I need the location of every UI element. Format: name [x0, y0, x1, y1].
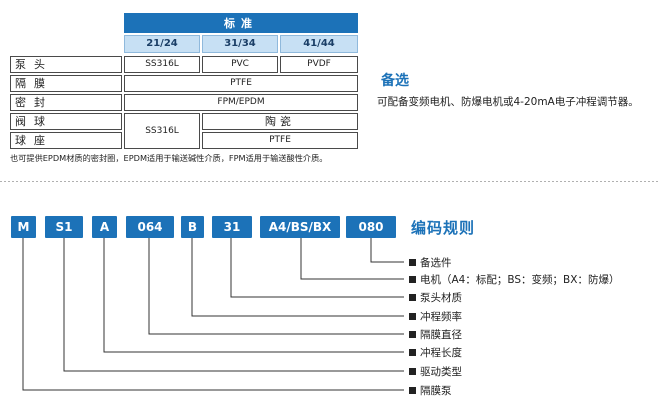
- optional-title: 备选: [381, 73, 409, 89]
- cell-seal-fpm-epdm: FPM/EPDM: [124, 94, 358, 111]
- bullet-square-icon: [409, 313, 416, 320]
- code-segment-s1: S1: [45, 216, 83, 238]
- table-col-41-44: 41/44: [280, 35, 358, 53]
- table-col-31-34: 31/34: [202, 35, 278, 53]
- legend-head-material: 泵头材质: [409, 290, 462, 305]
- optional-text: 可配备变频电机、防爆电机或4-20mA电子冲程调节器。: [377, 96, 639, 108]
- row-label-valve-ball: 阀球: [10, 113, 122, 130]
- connector-m: [22, 238, 404, 391]
- code-rule-title: 编码规则: [411, 219, 476, 237]
- legend-diaphragm-diameter: 隔膜直径: [409, 327, 462, 342]
- connector-31: [230, 238, 404, 298]
- legend-stroke-frequency: 冲程频率: [409, 309, 462, 324]
- code-segment-a4-bs-bx: A4/BS/BX: [260, 216, 340, 238]
- code-segment-31: 31: [212, 216, 252, 238]
- cell-pump-head-pvdf: PVDF: [280, 56, 358, 73]
- table-header-standard: 标准: [124, 13, 358, 33]
- cell-pump-head-ss316l: SS316L: [124, 56, 200, 73]
- cell-valve-ball-ceramic: 陶瓷: [202, 113, 358, 130]
- bullet-square-icon: [409, 276, 416, 283]
- code-segment-a: A: [92, 216, 117, 238]
- row-label-pump-head: 泵头: [10, 56, 122, 73]
- cell-valve-ball-ss316l: SS316L: [124, 113, 200, 149]
- table-footnote: 也可提供EPDM材质的密封圈，EPDM适用于输送碱性介质，FPM适用于输送酸性介…: [10, 153, 328, 163]
- legend-diaphragm-pump: 隔膜泵: [409, 383, 452, 398]
- dashed-divider: [0, 181, 659, 182]
- cell-diaphragm-ptfe: PTFE: [124, 75, 358, 92]
- cell-pump-head-pvc: PVC: [202, 56, 278, 73]
- connector-a4-bs-bx: [300, 238, 404, 280]
- bullet-square-icon: [409, 259, 416, 266]
- row-label-ball-seat: 球座: [10, 132, 122, 149]
- connector-a: [103, 238, 404, 353]
- connector-s1: [63, 238, 404, 372]
- connector-080: [370, 238, 404, 263]
- code-segment-m: M: [11, 216, 36, 238]
- legend-stroke-length: 冲程长度: [409, 345, 462, 360]
- code-segment-080: 080: [346, 216, 396, 238]
- material-table: 标准 21/24 31/34 41/44 泵头 隔膜 密封 阀球 球座 SS31…: [10, 13, 358, 153]
- code-segment-b: B: [181, 216, 204, 238]
- bullet-square-icon: [409, 349, 416, 356]
- legend-options: 备选件: [409, 255, 452, 270]
- bullet-square-icon: [409, 368, 416, 375]
- connector-b: [191, 238, 404, 317]
- bullet-square-icon: [409, 294, 416, 301]
- row-label-diaphragm: 隔膜: [10, 75, 122, 92]
- table-col-21-24: 21/24: [124, 35, 200, 53]
- cell-ball-seat-ptfe: PTFE: [202, 132, 358, 149]
- bullet-square-icon: [409, 331, 416, 338]
- bullet-square-icon: [409, 387, 416, 394]
- connector-064: [148, 238, 404, 335]
- legend-motor: 电机（A4：标配；BS：变频；BX：防爆）: [409, 272, 619, 287]
- code-segment-064: 064: [126, 216, 174, 238]
- legend-drive-type: 驱动类型: [409, 364, 462, 379]
- row-label-seal: 密封: [10, 94, 122, 111]
